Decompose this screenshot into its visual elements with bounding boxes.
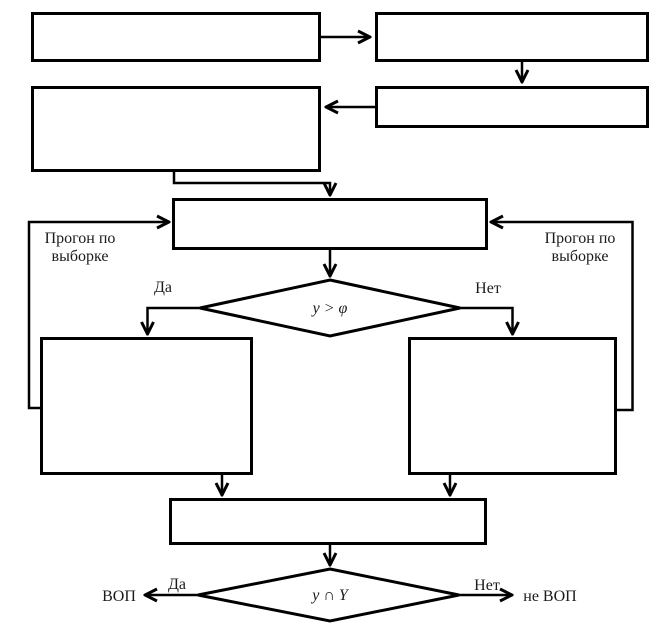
process-box-right-second (375, 86, 649, 128)
decision-diamond-threshold (199, 278, 461, 338)
label-yes-upper: Да (154, 279, 172, 296)
loop-left-label-line2: выборке (52, 248, 109, 265)
process-box-top-right (375, 12, 649, 62)
decision-diamond-membership (197, 567, 460, 623)
arrow-leftlarge-to-center (172, 171, 330, 195)
loop-right-run-through-sample (491, 222, 634, 412)
process-box-branch-right (408, 337, 617, 475)
loop-left-label-line1: Прогон по (45, 230, 116, 247)
arrow-threshold-no-branch (460, 306, 513, 334)
loop-right-label-line2: выборке (552, 248, 609, 265)
label-no-upper: Нет (475, 280, 501, 297)
outcome-positive-label: ВОП (102, 588, 136, 605)
outcome-negative-label: не ВОП (523, 588, 577, 605)
process-box-branch-left (40, 337, 253, 475)
process-box-top-left (31, 12, 321, 62)
decision-threshold-label: y > φ (311, 300, 348, 317)
process-box-left-large (31, 86, 321, 172)
label-yes-lower: Да (168, 576, 186, 593)
label-no-lower: Нет (474, 577, 500, 594)
loop-right-label-line1: Прогон по (545, 230, 616, 247)
decision-membership-label: y ∩ Y (310, 587, 350, 604)
loop-left-run-through-sample (27, 222, 169, 410)
process-box-merge (169, 498, 487, 545)
process-box-center (172, 198, 488, 250)
arrow-threshold-yes-branch (148, 306, 200, 334)
